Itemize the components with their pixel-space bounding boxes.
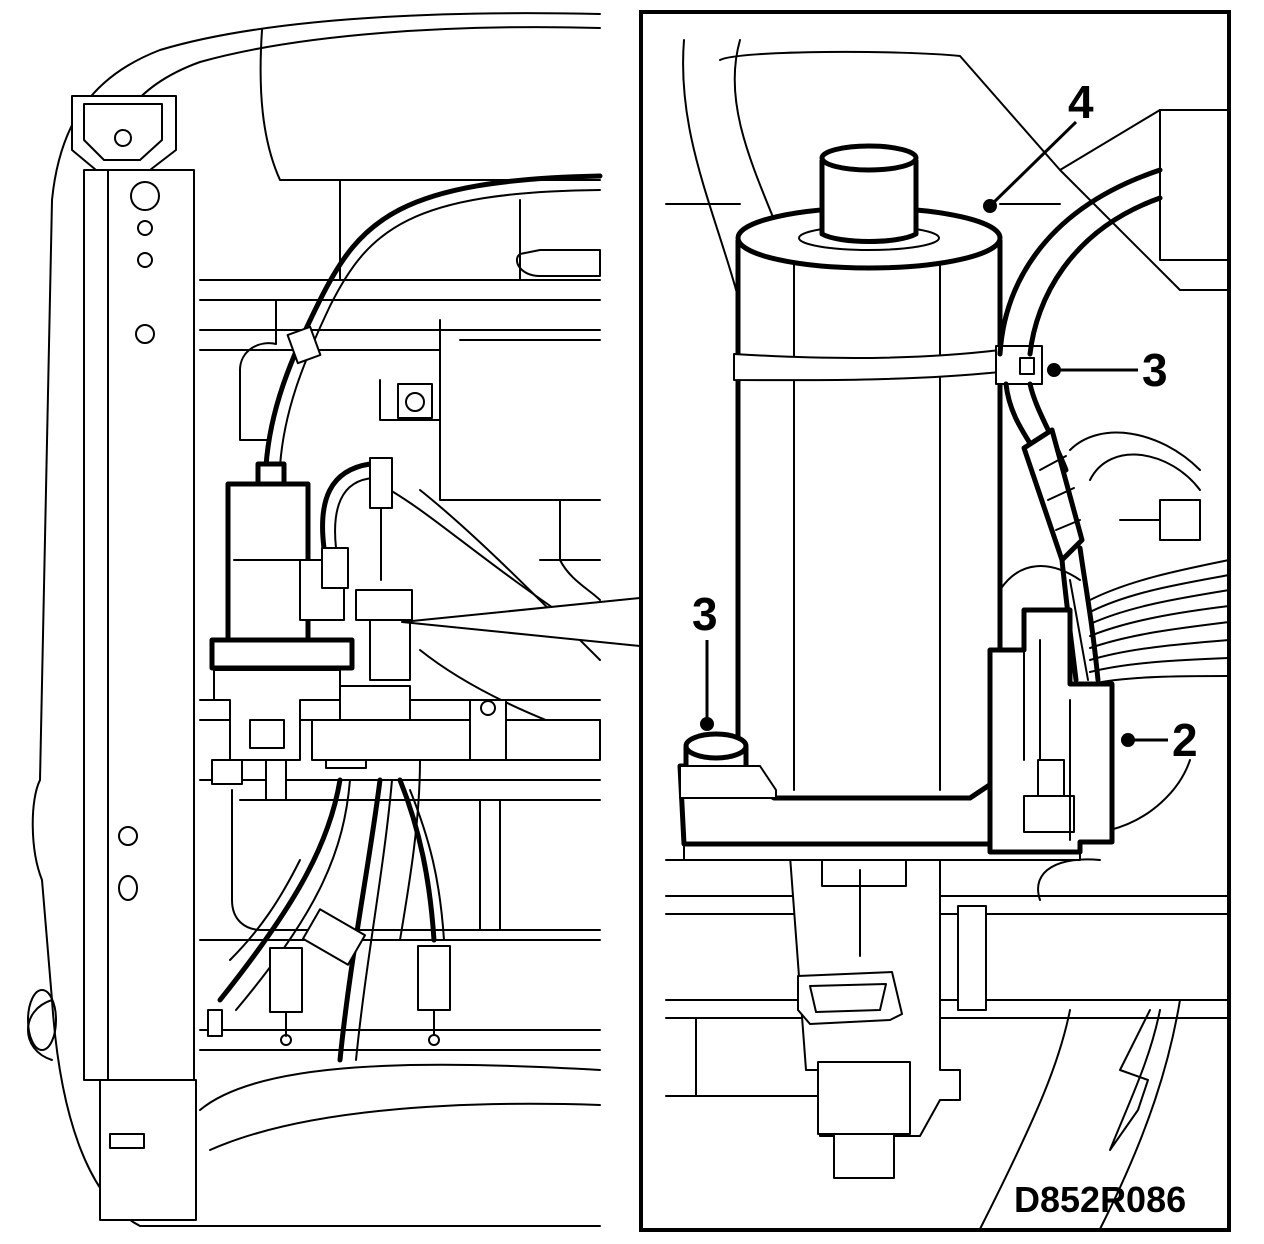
mounting-bolt[interactable] — [679, 731, 777, 799]
callouts: 4 3 3 2 — [692, 76, 1198, 766]
callout-4: 4 — [1068, 76, 1094, 128]
drawing-reference: D852R086 — [1014, 1179, 1186, 1220]
pump-motor[interactable] — [733, 143, 1043, 801]
inset-pointer — [401, 597, 641, 647]
callout-3-strap: 3 — [1142, 344, 1168, 396]
hose — [997, 167, 1163, 683]
wiring-harness-overview — [207, 759, 451, 1063]
callout-3-bolt: 3 — [692, 588, 718, 640]
callout-2: 2 — [1172, 714, 1198, 766]
pump-base — [677, 763, 1081, 1179]
pump-assembly-overview — [209, 325, 601, 801]
seat-rail — [71, 95, 197, 1221]
detail-inset: 4 3 3 2 D852R086 — [639, 10, 1231, 1232]
inset-background — [665, 39, 1230, 1230]
overview-view — [27, 12, 641, 1227]
seat-outline — [31, 12, 601, 1227]
electrical-connector[interactable] — [987, 607, 1115, 855]
